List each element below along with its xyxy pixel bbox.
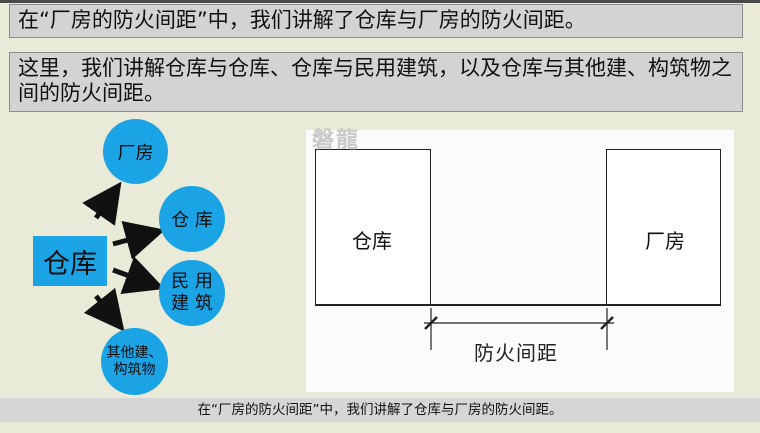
arrow-to-civil bbox=[112, 256, 165, 294]
watermark-logo: 磐龍 bbox=[312, 128, 361, 153]
node-other-label: 其他建、 构筑物 bbox=[106, 344, 163, 378]
arrow-to-warehouse bbox=[112, 220, 166, 260]
bottom-strip bbox=[0, 422, 760, 433]
top-border bbox=[0, 0, 760, 3]
node-civil-label: 民 用 建 筑 bbox=[171, 271, 213, 314]
dimension-line bbox=[424, 308, 614, 350]
building-warehouse-label: 仓库 bbox=[352, 229, 392, 253]
ground-line bbox=[315, 304, 721, 306]
node-factory-label: 厂房 bbox=[117, 142, 154, 164]
subtitle-caption: 在“厂房的防火间距”中，我们讲解了仓库与厂房的防火间距。 bbox=[0, 398, 760, 422]
building-factory-label: 厂房 bbox=[645, 229, 685, 253]
topic-text: 这里，我们讲解仓库与仓库、仓库与民用建筑，以及仓库与其他建、构筑物之间的防火间距… bbox=[18, 56, 732, 105]
arrow-to-factory bbox=[82, 181, 122, 226]
node-warehouse: 仓 库 bbox=[159, 186, 225, 252]
center-label: 仓库 bbox=[43, 248, 97, 280]
building-factory: 厂房 bbox=[606, 149, 721, 305]
node-civil-building: 民 用 建 筑 bbox=[159, 260, 225, 326]
spacing-diagram: 仓库 厂房 防火间距 bbox=[306, 130, 734, 392]
node-warehouse-label: 仓 库 bbox=[171, 210, 213, 231]
mindmap-center-warehouse: 仓库 bbox=[33, 236, 107, 286]
topic-banner: 这里，我们讲解仓库与仓库、仓库与民用建筑，以及仓库与其他建、构筑物之间的防火间距… bbox=[9, 52, 743, 112]
intro-banner: 在“厂房的防火间距”中，我们讲解了仓库与厂房的防火间距。 bbox=[9, 4, 743, 38]
arrow-to-other bbox=[83, 287, 125, 332]
mindmap-arrows bbox=[82, 181, 166, 332]
building-warehouse: 仓库 bbox=[315, 149, 431, 305]
intro-text: 在“厂房的防火间距”中，我们讲解了仓库与厂房的防火间距。 bbox=[18, 8, 586, 32]
fire-separation-label: 防火间距 bbox=[474, 341, 558, 365]
node-other-structures: 其他建、 构筑物 bbox=[101, 328, 168, 395]
node-factory: 厂房 bbox=[103, 119, 168, 184]
